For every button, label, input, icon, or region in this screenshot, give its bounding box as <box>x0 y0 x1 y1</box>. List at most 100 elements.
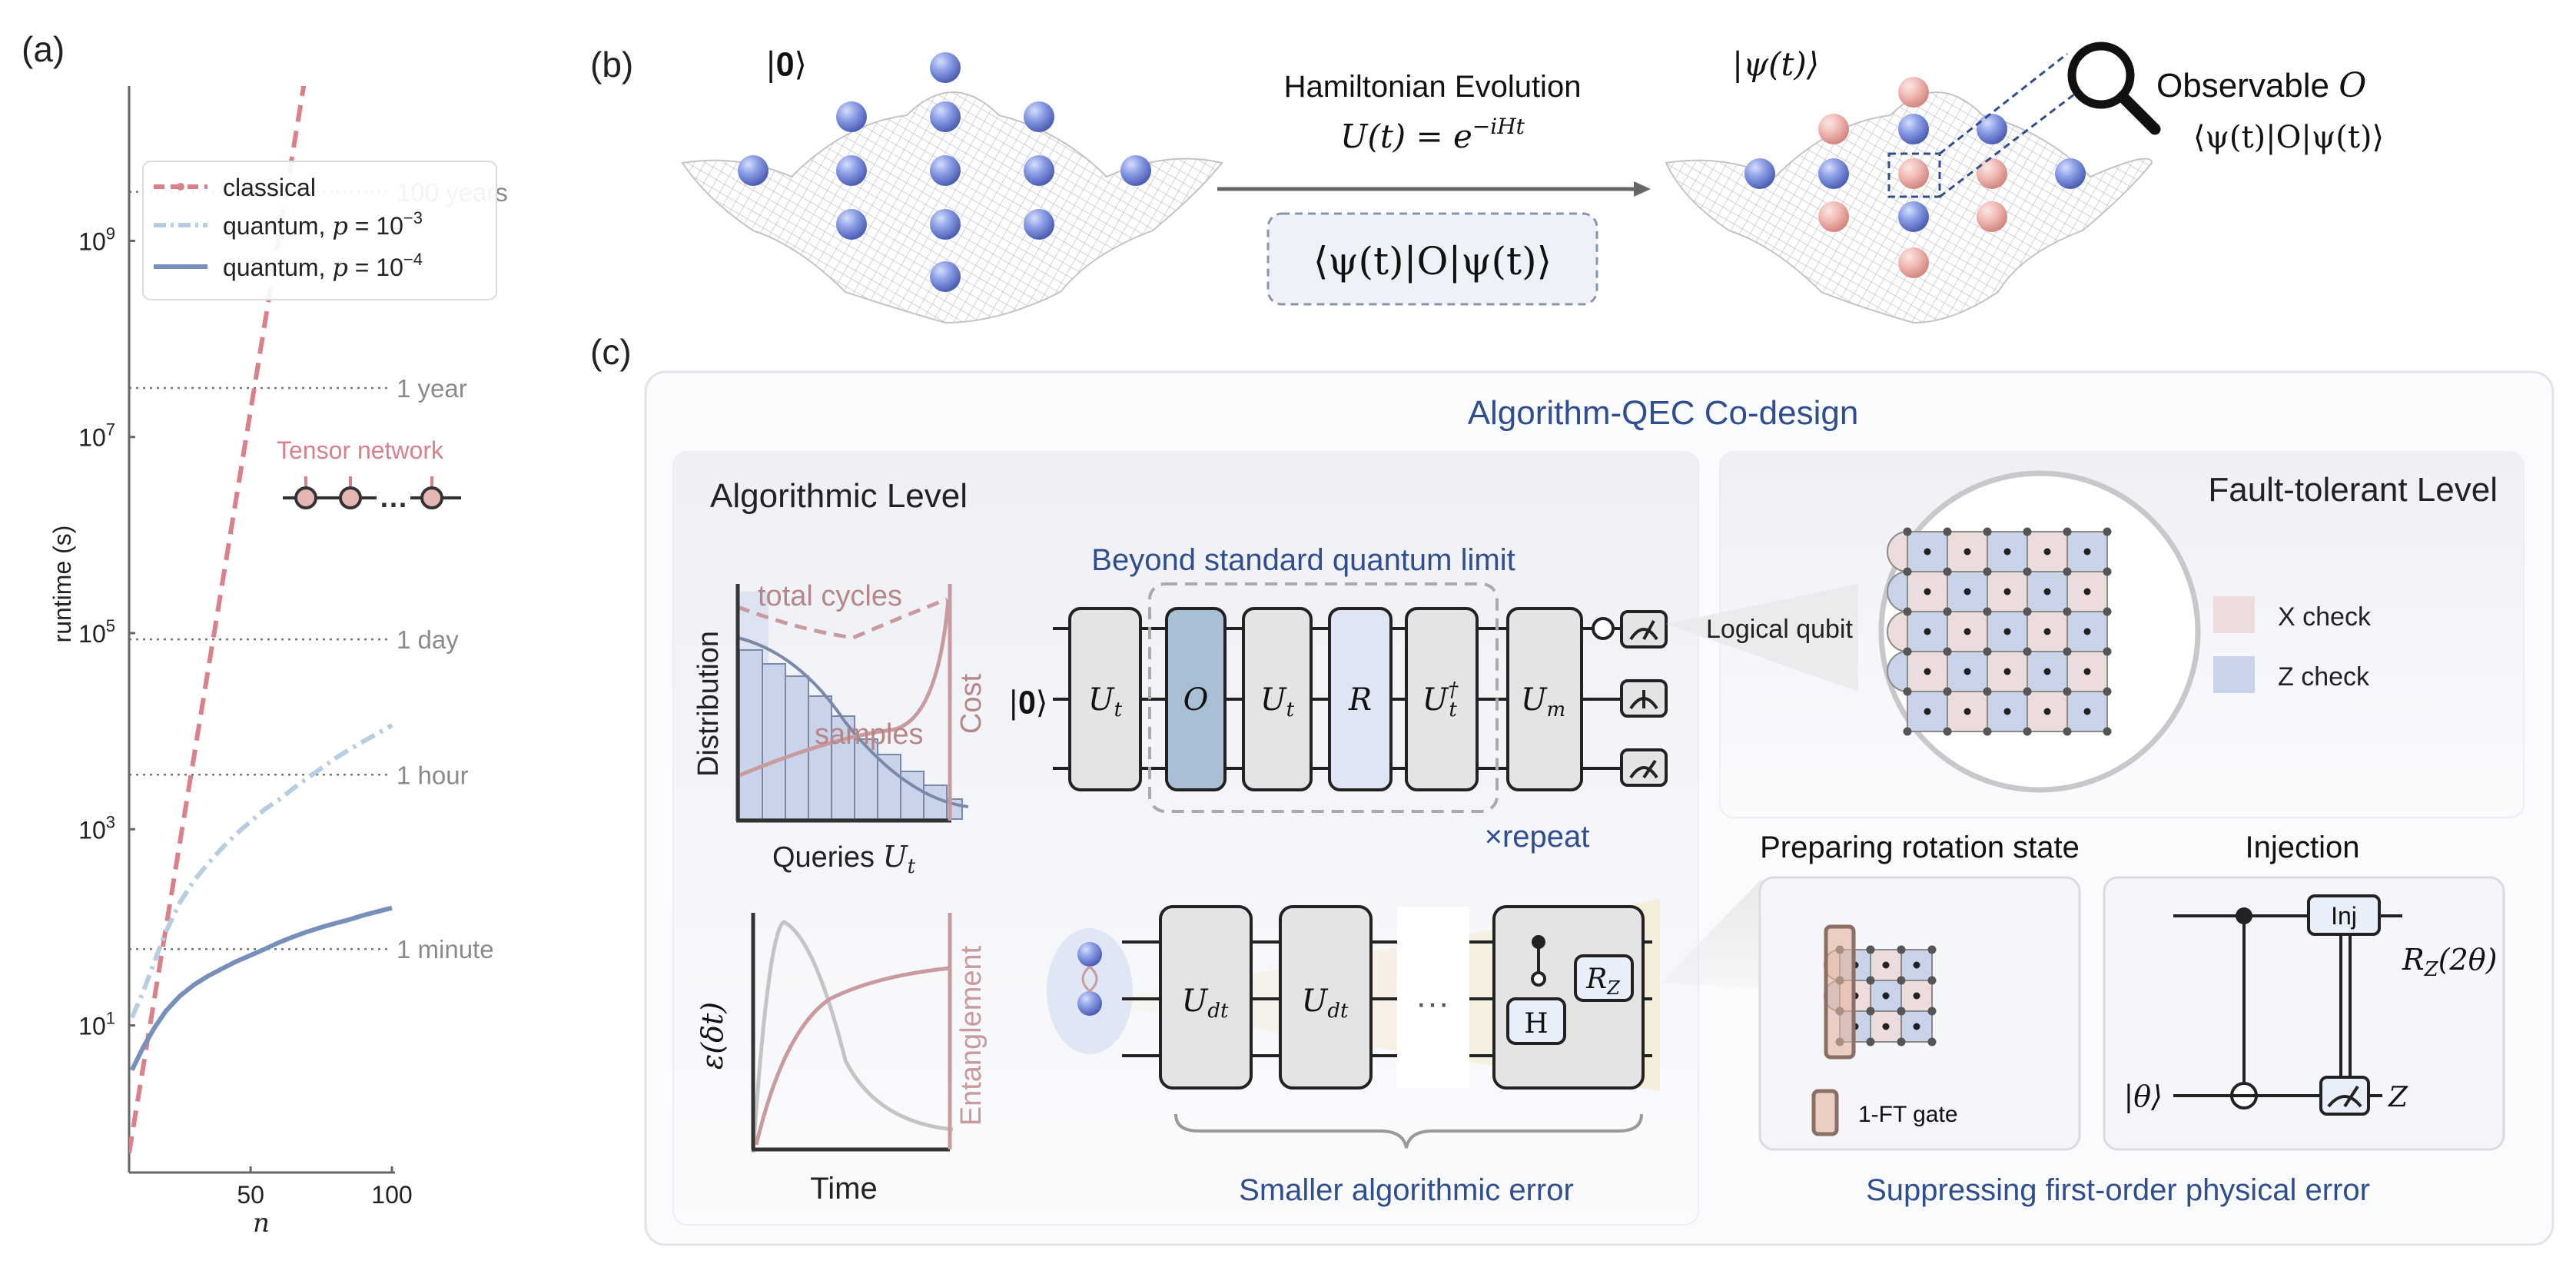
surface-ancilla <box>1964 708 1971 715</box>
distribution-inset <box>735 584 969 823</box>
surface-qubit <box>1943 567 1952 576</box>
surface-qubit <box>2103 567 2112 576</box>
surface-qubit <box>1903 527 1912 536</box>
surface-qubit <box>2023 527 2032 536</box>
surface-qubit <box>2023 687 2032 696</box>
injection-circuit <box>2173 894 2402 1116</box>
small-surface-qubit <box>1866 945 1875 954</box>
logical-qubit-cone <box>1666 584 1858 692</box>
initial-state-label: |𝟎⟩ <box>765 45 807 83</box>
ft-gate-label: 1-FT gate <box>1858 1102 1958 1127</box>
series-line-2 <box>130 905 393 1072</box>
gate-ut-2 <box>1242 607 1313 791</box>
beyond-sql-label: Beyond standard quantum limit <box>1091 543 1515 577</box>
surface-ancilla <box>2003 628 2011 635</box>
gate-udt-2-label: Udt <box>1302 983 1349 1023</box>
surface-qubit <box>1983 527 1992 536</box>
surface-boundary <box>1887 610 1908 653</box>
legend-label-classical: classical <box>223 174 316 201</box>
gate-udt-1-label: Udt <box>1182 983 1229 1023</box>
initial-lattice <box>681 52 1223 324</box>
surface-qubit <box>2023 607 2032 616</box>
distribution-axis-label: Distribution <box>692 631 725 777</box>
z-check-swatch <box>2213 656 2255 693</box>
surface-ancilla <box>1964 588 1971 595</box>
surface-boundary <box>1887 650 1908 693</box>
gate-ut-dagger <box>1405 607 1479 791</box>
surface-qubit <box>1903 607 1912 616</box>
small-surface-qubit <box>1897 1007 1906 1016</box>
gate-um <box>1506 607 1583 791</box>
expectation-box <box>1266 212 1598 306</box>
panel-b-label: (b) <box>590 45 633 85</box>
series-line-0 <box>129 86 307 1154</box>
surface-qubit <box>2063 647 2072 656</box>
surface-ancilla <box>2043 548 2051 556</box>
gate-um-label: Um <box>1521 682 1565 721</box>
repeat-label: ×repeat <box>1485 820 1590 854</box>
y-axis-label: runtime (s) <box>48 526 76 643</box>
small-surface-patch <box>1824 924 1937 1060</box>
gate-o <box>1165 607 1227 791</box>
small-surface-qubit <box>1866 976 1875 985</box>
surface-qubit <box>1903 727 1912 736</box>
main-circuit <box>1053 582 1668 813</box>
gate-r-label: R <box>1348 682 1372 718</box>
legend-label-quantum-p4: quantum, p = 10−4 <box>223 250 423 282</box>
surface-ancilla <box>1924 628 1931 635</box>
surface-ancilla <box>1964 668 1971 675</box>
gate-udt-1 <box>1159 905 1253 1090</box>
surface-qubit <box>1983 727 1992 736</box>
surface-qubit <box>1903 567 1912 576</box>
surface-qubit <box>2063 727 2072 736</box>
magnifier-icon <box>2067 41 2161 135</box>
surface-qubit <box>1903 687 1912 696</box>
samples-label: samples <box>815 718 924 751</box>
y-tick-label: 105 <box>78 616 115 648</box>
y-tick-label: 103 <box>78 812 115 844</box>
injection-panel <box>2103 876 2505 1151</box>
ft-gate-swatch <box>1811 1089 1839 1136</box>
small-surface-ancilla <box>1913 992 1920 1000</box>
unitary-equation: U(t) = e−iHt <box>1340 114 1525 155</box>
surface-qubit <box>1943 687 1952 696</box>
inj-gate <box>2307 894 2381 936</box>
error-axis-label: ε(δt) <box>695 1002 729 1070</box>
surface-qubit <box>2063 527 2072 536</box>
surface-ancilla <box>2003 668 2011 675</box>
injection-title: Injection <box>2246 831 2360 864</box>
surface-qubit <box>2063 607 2072 616</box>
fault-tolerant-level-title: Fault-tolerant Level <box>2208 471 2498 509</box>
x-tick-label: 50 <box>237 1181 264 1209</box>
surface-ancilla <box>2043 668 2051 675</box>
evolved-lattice <box>1665 52 2153 324</box>
smaller-error-label: Smaller algorithmic error <box>1239 1173 1574 1207</box>
small-surface-ancilla <box>1882 1023 1890 1030</box>
logical-qubit-label: Logical qubit <box>1706 615 1853 644</box>
surface-qubit <box>1983 567 1992 576</box>
surface-qubit <box>2103 607 2112 616</box>
tensor-network-dots: … <box>379 482 408 514</box>
small-surface-qubit <box>1927 1007 1937 1016</box>
y-tick-label: 101 <box>78 1009 115 1040</box>
surface-ancilla <box>2043 588 2051 595</box>
preparing-rotation-title: Preparing rotation state <box>1760 831 2080 864</box>
surface-ancilla <box>2003 708 2011 715</box>
small-surface-qubit <box>1927 945 1937 954</box>
inj-label: Inj <box>2331 902 2357 930</box>
chart-legend: classical quantum, p = 10−3 quantum, p =… <box>142 161 497 300</box>
surface-ancilla <box>1924 588 1931 595</box>
error-brace <box>1174 1113 1643 1149</box>
time-axis-label: Time <box>810 1172 877 1206</box>
gate-r <box>1328 607 1393 791</box>
surface-qubit <box>2103 527 2112 536</box>
ket-zero-label: |𝟎⟩ <box>1008 685 1047 721</box>
surface-qubit <box>1903 647 1912 656</box>
surface-qubit <box>1983 607 1992 616</box>
surface-ancilla <box>1924 668 1931 675</box>
gate-udt-2 <box>1279 905 1373 1090</box>
ft-gate-marker <box>1824 924 1856 1060</box>
small-surface-ancilla <box>1913 961 1920 969</box>
suppressing-label: Suppressing first-order physical error <box>1866 1173 2370 1207</box>
surface-qubit <box>2063 687 2072 696</box>
